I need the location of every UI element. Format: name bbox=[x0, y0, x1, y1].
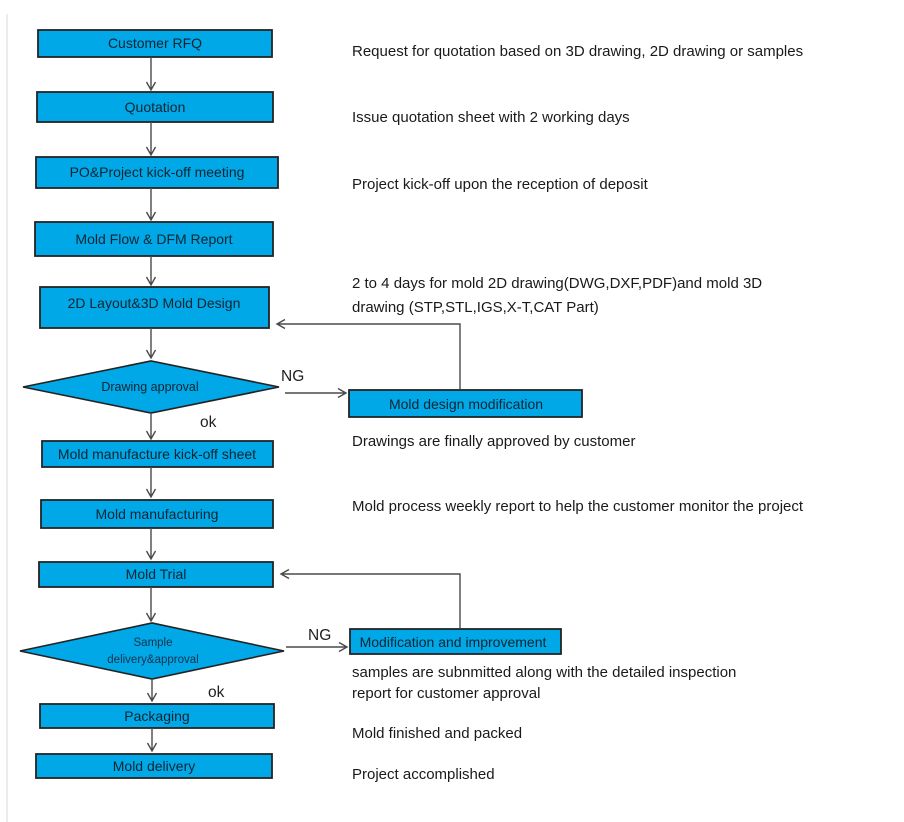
box-label-mold-delivery: Mold delivery bbox=[113, 758, 195, 774]
arrow-manufacturing-to-trial bbox=[145, 528, 157, 561]
annotation-kickoff: Project kick-off upon the reception of d… bbox=[352, 176, 649, 193]
diamond-drawing-approval bbox=[22, 360, 280, 414]
arrow-layout-to-approval bbox=[145, 328, 157, 360]
box-label-modification-improvement: Modification and improvement bbox=[360, 634, 547, 650]
box-mold-delivery bbox=[35, 753, 273, 779]
flow-step-mold-delivery: Mold delivery bbox=[35, 753, 273, 779]
arrow-trial-to-sampleapproval bbox=[145, 587, 157, 623]
annotation-rfq: Request for quotation based on 3D drawin… bbox=[352, 43, 803, 60]
diamond-label-sample-line2: delivery&approval bbox=[107, 654, 198, 666]
arrow-ng-drawing bbox=[285, 387, 348, 399]
flow-step-customer-rfq: Customer RFQ bbox=[37, 29, 273, 58]
annotation-quotation: Issue quotation sheet with 2 working day… bbox=[352, 109, 630, 126]
box-packaging bbox=[39, 703, 275, 729]
box-layout-design bbox=[39, 286, 270, 329]
arrow-sampleapproval-to-packaging bbox=[146, 679, 158, 703]
box-mold-flow bbox=[34, 221, 274, 257]
annotation-weekly-report: Mold process weekly report to help the c… bbox=[352, 498, 804, 515]
flow-step-mold-trial: Mold Trial bbox=[38, 561, 274, 588]
arrow-quotation-to-po bbox=[145, 122, 157, 157]
box-kick-off-sheet bbox=[41, 440, 274, 468]
box-label-po-meeting: PO&Project kick-off meeting bbox=[70, 164, 245, 180]
box-label-mold-manufacturing: Mold manufacturing bbox=[96, 506, 219, 522]
label-ng-sample: NG bbox=[308, 627, 331, 644]
label-ok-drawing: ok bbox=[200, 414, 217, 431]
flow-step-mold-flow: Mold Flow & DFM Report bbox=[34, 221, 274, 257]
box-mold-trial bbox=[38, 561, 274, 588]
box-customer-rfq bbox=[37, 29, 273, 58]
arrow-ng-sample bbox=[286, 641, 349, 653]
diamond-label-sample-line1: Sample bbox=[134, 637, 173, 649]
label-ok-sample: ok bbox=[208, 684, 225, 701]
decision-sample-delivery: Sample delivery&approval bbox=[19, 622, 285, 680]
flow-step-quotation: Quotation bbox=[36, 91, 274, 123]
box-label-mold-design-mod: Mold design modification bbox=[389, 396, 543, 412]
arrow-approval-to-kickoffsheet bbox=[145, 413, 157, 441]
annotation-samples-line1: samples are subnmitted along with the de… bbox=[352, 664, 736, 681]
annotation-accomplished: Project accomplished bbox=[352, 766, 495, 783]
box-mold-design-mod bbox=[348, 389, 583, 418]
box-label-mold-trial: Mold Trial bbox=[126, 566, 187, 582]
box-label-quotation: Quotation bbox=[125, 99, 186, 115]
label-ng-drawing: NG bbox=[281, 368, 304, 385]
annotation-approved: Drawings are finally approved by custome… bbox=[352, 433, 635, 450]
decision-drawing-approval: Drawing approval bbox=[22, 360, 280, 414]
box-label-packaging: Packaging bbox=[124, 708, 189, 724]
box-po-meeting bbox=[35, 156, 279, 189]
arrow-moldflow-to-layout bbox=[145, 256, 157, 287]
annotation-samples-line2: report for customer approval bbox=[352, 685, 540, 702]
flow-step-po-meeting: PO&Project kick-off meeting bbox=[35, 156, 279, 189]
flow-step-modification-improvement: Modification and improvement bbox=[349, 628, 562, 655]
arrow-packaging-to-delivery bbox=[146, 728, 158, 753]
annotation-design-line2: drawing (STP,STL,IGS,X-T,CAT Part) bbox=[352, 299, 599, 316]
box-quotation bbox=[36, 91, 274, 123]
flow-step-packaging: Packaging bbox=[39, 703, 275, 729]
arrow-po-to-moldflow bbox=[145, 188, 157, 222]
box-label-kick-off-sheet: Mold manufacture kick-off sheet bbox=[58, 446, 256, 462]
box-label-layout-design: 2D Layout&3D Mold Design bbox=[68, 295, 241, 311]
arrow-feedback-improvement bbox=[279, 568, 461, 628]
box-modification-improvement bbox=[349, 628, 562, 655]
diamond-label-drawing-approval: Drawing approval bbox=[101, 380, 198, 394]
flow-step-layout-design: 2D Layout&3D Mold Design bbox=[39, 286, 270, 329]
arrow-feedback-design-mod bbox=[275, 318, 461, 389]
arrow-kickoffsheet-to-manufacturing bbox=[145, 467, 157, 499]
box-mold-manufacturing bbox=[40, 499, 274, 529]
box-label-mold-flow: Mold Flow & DFM Report bbox=[75, 231, 232, 247]
arrow-rfq-to-quotation bbox=[145, 57, 157, 92]
flow-step-mold-manufacturing: Mold manufacturing bbox=[40, 499, 274, 529]
annotation-packed: Mold finished and packed bbox=[352, 725, 522, 742]
flow-step-mold-design-mod: Mold design modification bbox=[348, 389, 583, 418]
flow-step-kick-off-sheet: Mold manufacture kick-off sheet bbox=[41, 440, 274, 468]
annotation-design-line1: 2 to 4 days for mold 2D drawing(DWG,DXF,… bbox=[352, 275, 762, 292]
box-label-customer-rfq: Customer RFQ bbox=[108, 35, 202, 51]
diamond-sample-delivery bbox=[19, 622, 285, 680]
